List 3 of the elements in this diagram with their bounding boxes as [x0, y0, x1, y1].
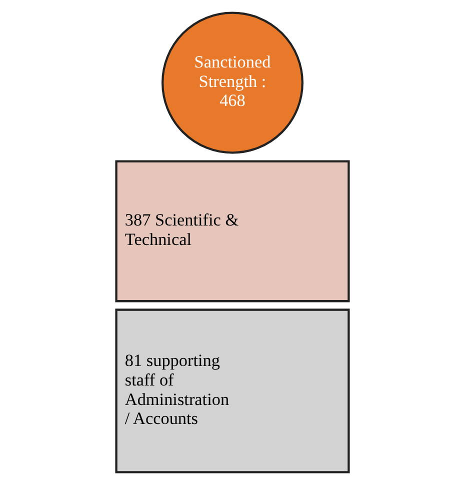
node-circle: Sanctioned Strength : 468 [161, 12, 303, 154]
node-box: 387 Scientific & Technical [114, 160, 350, 302]
node-box: 81 supporting staff of Administration / Accounts [114, 308, 350, 474]
